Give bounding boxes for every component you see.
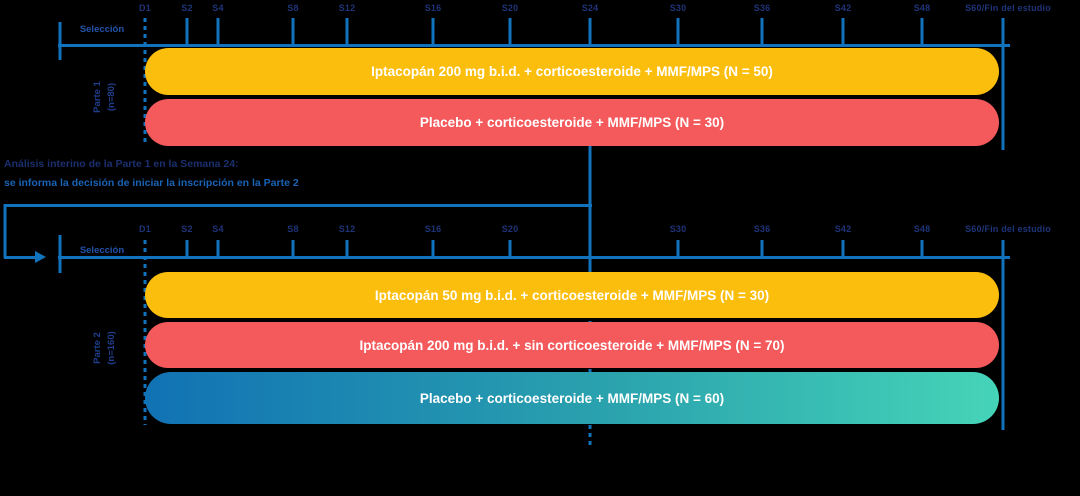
- p1-end-of-study-line: [1001, 18, 1005, 150]
- tick-mark: [216, 18, 220, 45]
- interim-connector-vertical: [3, 204, 7, 258]
- p2-arm-placebo-label: Placebo + corticoesteroide + MMF/MPS (N …: [419, 390, 725, 406]
- tick-mark: [291, 240, 295, 257]
- p2-timeline-axis: [58, 256, 1010, 259]
- p2-timepoint-label: S8: [287, 224, 299, 234]
- p2-arm-iptacopan-200-no-steroid: Iptacopán 200 mg b.i.d. + sin corticoest…: [145, 322, 999, 368]
- tick-mark: [676, 18, 680, 45]
- tick-mark: [841, 18, 845, 45]
- interim-connector-horizontal: [4, 204, 592, 207]
- p1-arm-placebo-label: Placebo + corticoesteroide + MMF/MPS (N …: [419, 115, 725, 130]
- tick-mark: [345, 18, 349, 45]
- tick-mark: [841, 240, 845, 257]
- p2-timepoint-label: S12: [338, 224, 356, 234]
- arrow-right-icon: [35, 251, 46, 263]
- tick-mark: [588, 18, 592, 45]
- p1-timepoint-label: S20: [501, 3, 519, 13]
- p1-screening-start-tick: [58, 22, 62, 60]
- p1-arm-iptacopan-200: Iptacopán 200 mg b.i.d. + corticoesteroi…: [145, 48, 999, 95]
- p1-timepoint-label-end: S60/Fin del estudio: [965, 3, 1051, 13]
- p2-arm-iptacopan-50-label: Iptacopán 50 mg b.i.d. + corticoesteroid…: [374, 287, 770, 303]
- tick-mark: [760, 18, 764, 45]
- p2-day1-randomization-line: [143, 240, 147, 425]
- p2-timepoint-label: S42: [834, 224, 852, 234]
- p2-arm-iptacopan-50: Iptacopán 50 mg b.i.d. + corticoesteroid…: [145, 272, 999, 318]
- p2-end-of-study-line: [1001, 240, 1005, 430]
- p2-side-label-line1: Parte 2: [91, 332, 103, 364]
- p1-timepoint-label: S8: [287, 3, 299, 13]
- p1-side-label-line1: Parte 1: [91, 81, 103, 113]
- p1-arm-iptacopan-200-label: Iptacopán 200 mg b.i.d. + corticoesteroi…: [371, 64, 773, 79]
- p2-timepoint-label: S2: [181, 224, 193, 234]
- tick-mark: [431, 18, 435, 45]
- tick-mark: [920, 18, 924, 45]
- interim-note-line2: se informa la decisión de iniciar la ins…: [4, 177, 299, 189]
- p1-timepoint-label: S42: [834, 3, 852, 13]
- tick-mark: [185, 240, 189, 257]
- p2-screening-label: Selección: [79, 245, 125, 256]
- p1-timepoint-label: S2: [181, 3, 193, 13]
- tick-mark: [291, 18, 295, 45]
- tick-mark: [508, 240, 512, 257]
- tick-mark: [185, 18, 189, 45]
- p2-timepoint-label: S16: [424, 224, 442, 234]
- p2-timepoint-label: S20: [501, 224, 519, 234]
- p2-screening-start-tick: [58, 235, 62, 273]
- p1-timepoint-label: S30: [669, 3, 687, 13]
- p1-timepoint-label: S16: [424, 3, 442, 13]
- p1-timepoint-label: S24: [581, 3, 599, 13]
- tick-mark: [431, 240, 435, 257]
- p2-timepoint-label: S30: [669, 224, 687, 234]
- p1-side-label-line2: (n=80): [106, 82, 117, 112]
- tick-mark: [920, 240, 924, 257]
- p1-side-label: Parte 1 (n=80): [91, 81, 120, 113]
- p1-day1-randomization-line: [143, 18, 147, 146]
- p1-arm-placebo: Placebo + corticoesteroide + MMF/MPS (N …: [145, 99, 999, 146]
- p2-side-label: Parte 2 (n=160): [91, 331, 120, 365]
- p2-timepoint-label: S48: [913, 224, 931, 234]
- interim-note-line1: Análisis interino de la Parte 1 en la Se…: [4, 158, 239, 170]
- interim-arrow-shaft: [4, 256, 36, 259]
- tick-mark: [508, 18, 512, 45]
- p1-timepoint-label: S12: [338, 3, 356, 13]
- tick-mark: [676, 240, 680, 257]
- p2-arm-iptacopan-200-no-steroid-label: Iptacopán 200 mg b.i.d. + sin corticoest…: [359, 337, 785, 353]
- p2-arm-placebo: Placebo + corticoesteroide + MMF/MPS (N …: [145, 372, 999, 424]
- tick-mark: [760, 240, 764, 257]
- tick-mark: [216, 240, 220, 257]
- p1-screening-label: Selección: [79, 24, 125, 35]
- tick-mark: [345, 240, 349, 257]
- p1-timepoint-label: S4: [212, 3, 224, 13]
- p2-timepoint-label: S36: [753, 224, 771, 234]
- p1-timepoint-label: D1: [139, 3, 151, 13]
- p1-timepoint-label: S36: [753, 3, 771, 13]
- p2-timepoint-label: D1: [139, 224, 151, 234]
- p2-timepoint-label: S4: [212, 224, 224, 234]
- p1-timepoint-label: S48: [913, 3, 931, 13]
- p1-timeline-axis: [58, 44, 1010, 47]
- p2-timepoint-label-end: S60/Fin del estudio: [965, 224, 1051, 234]
- p2-side-label-line2: (n=160): [106, 331, 117, 365]
- interim-week24-line: [588, 146, 592, 273]
